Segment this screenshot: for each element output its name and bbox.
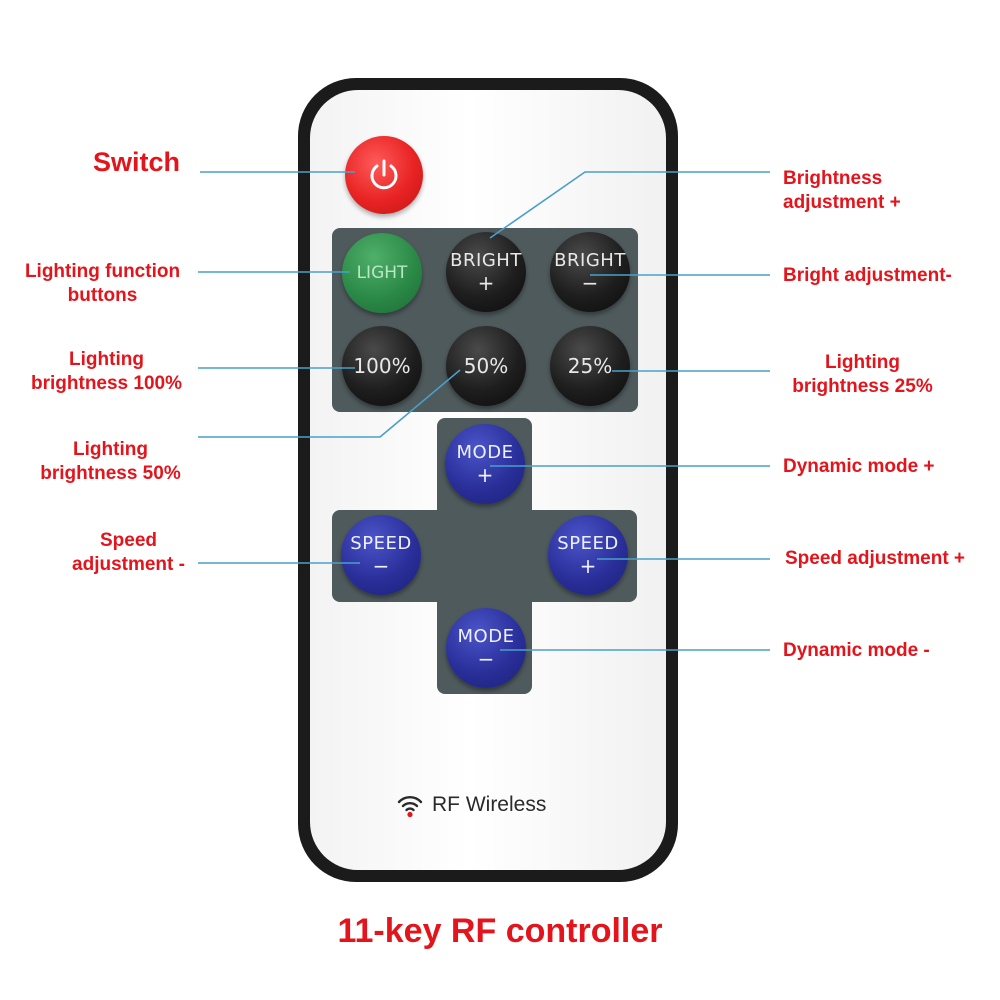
annotation-brightness-25: Lighting brightness 25% xyxy=(770,351,955,399)
annotation-brightness-100-line1: Lighting xyxy=(69,349,144,370)
speed-plus-button[interactable]: SPEED + xyxy=(548,515,628,595)
annotation-lighting-function-line1: Lighting function xyxy=(24,261,181,282)
annotation-dynamic-plus: Dynamic mode + xyxy=(783,456,935,477)
wifi-signal-icon xyxy=(397,796,423,818)
leader-brightness-50 xyxy=(198,369,461,438)
bright-plus-sign: + xyxy=(477,270,495,295)
brightness-50-button[interactable]: 50% xyxy=(446,326,526,406)
brightness-50-label: 50% xyxy=(463,354,509,378)
annotation-brightness-plus-line2: adjustment + xyxy=(783,192,901,213)
annotation-speed-minus-line1: Speed xyxy=(99,530,158,551)
annotation-bright-minus: Bright adjustment- xyxy=(783,265,952,286)
annotation-brightness-25-line1: Lighting xyxy=(825,352,900,373)
mode-minus-button[interactable]: MODE − xyxy=(446,608,526,688)
bright-minus-label: BRIGHT xyxy=(554,249,626,271)
brightness-100-label: 100% xyxy=(353,354,411,378)
annotation-dynamic-minus: Dynamic mode - xyxy=(783,640,930,661)
annotation-lighting-function: Lighting function buttons xyxy=(10,260,195,308)
power-button[interactable] xyxy=(345,136,423,214)
speed-minus-button[interactable]: SPEED − xyxy=(341,515,421,595)
speed-minus-sign: − xyxy=(372,553,390,578)
mode-plus-button[interactable]: MODE + xyxy=(445,424,525,504)
speed-plus-sign: + xyxy=(579,553,597,578)
annotation-speed-minus: Speed adjustment - xyxy=(36,529,221,577)
annotation-brightness-100-line2: brightness 100% xyxy=(31,373,182,394)
light-button[interactable]: LIGHT xyxy=(342,233,422,313)
mode-minus-sign: − xyxy=(477,646,495,671)
bright-minus-sign: − xyxy=(581,270,599,295)
speed-plus-label: SPEED xyxy=(557,532,619,554)
diagram-title: 11-key RF controller xyxy=(337,912,663,950)
annotation-brightness-50-line2: brightness 50% xyxy=(40,463,181,484)
bright-plus-button[interactable]: BRIGHT + xyxy=(446,232,526,312)
annotation-brightness-50: Lighting brightness 50% xyxy=(18,438,203,486)
brightness-100-button[interactable]: 100% xyxy=(342,326,422,406)
brand-text: RF Wireless xyxy=(432,793,547,816)
annotation-brightness-plus: Brightness adjustment + xyxy=(783,167,901,215)
annotation-switch: Switch xyxy=(93,147,181,177)
speed-minus-label: SPEED xyxy=(350,532,412,554)
bright-minus-button[interactable]: BRIGHT − xyxy=(550,232,630,312)
mode-minus-label: MODE xyxy=(457,625,515,647)
bright-plus-label: BRIGHT xyxy=(450,249,522,271)
annotation-brightness-plus-line1: Brightness xyxy=(783,168,883,189)
brightness-25-button[interactable]: 25% xyxy=(550,326,630,406)
brightness-25-label: 25% xyxy=(567,354,613,378)
mode-plus-sign: + xyxy=(476,462,494,487)
annotation-brightness-100: Lighting brightness 100% xyxy=(14,348,199,396)
leader-brightness-plus xyxy=(489,171,770,239)
power-icon xyxy=(370,159,398,190)
rf-wireless-brand: RF Wireless xyxy=(396,790,586,820)
annotation-brightness-25-line2: brightness 25% xyxy=(792,376,933,397)
annotation-lighting-function-line2: buttons xyxy=(67,285,138,306)
annotation-brightness-50-line1: Lighting xyxy=(73,439,148,460)
annotation-speed-minus-line2: adjustment - xyxy=(72,554,185,575)
annotation-speed-plus: Speed adjustment + xyxy=(785,548,966,569)
light-button-label: LIGHT xyxy=(356,262,408,283)
mode-plus-label: MODE xyxy=(456,441,514,463)
